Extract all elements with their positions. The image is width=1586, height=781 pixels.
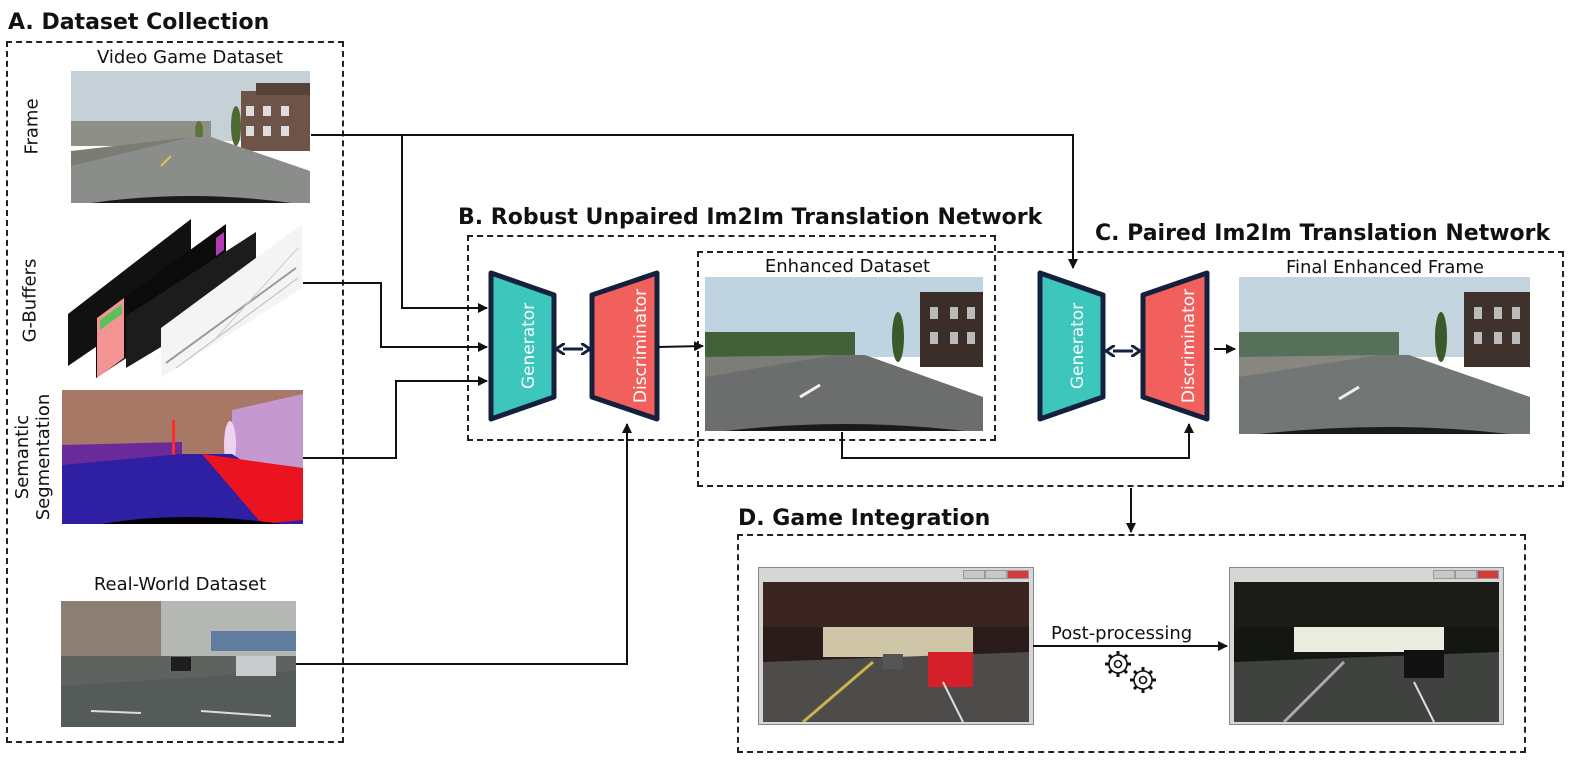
section-d-box xyxy=(737,534,1526,753)
window-controls-icon[interactable] xyxy=(1433,570,1499,579)
final-enhanced-frame-image xyxy=(1239,277,1530,434)
arrow-enhanced-to-discriminator-c xyxy=(841,423,1194,459)
generator-block-b xyxy=(488,270,557,422)
section-c-title: C. Paired Im2Im Translation Network xyxy=(1095,221,1551,246)
gbuffers-image xyxy=(66,218,306,378)
section-c-box xyxy=(697,251,1564,487)
arrow-gbuffers-to-generator-b xyxy=(303,282,488,352)
semantic-segmentation-image xyxy=(62,390,303,524)
section-a-title: A. Dataset Collection xyxy=(8,10,270,35)
arrow-frame-to-generator-b xyxy=(311,134,488,313)
discriminator-block-c xyxy=(1140,270,1210,422)
section-a-box xyxy=(6,41,344,743)
arrow-realworld-to-discriminator-b xyxy=(296,423,632,665)
game-window-before xyxy=(758,567,1034,725)
real-world-dataset-caption: Real-World Dataset xyxy=(93,574,267,595)
arrow-frame-to-generator-c xyxy=(402,134,1078,269)
discriminator-label-b: Discriminator xyxy=(631,289,651,403)
gears-icon xyxy=(1105,651,1156,693)
generator-label-b: Generator xyxy=(519,303,539,389)
arrow-to-enhanced-dataset xyxy=(657,341,704,352)
generator-block-c xyxy=(1037,270,1106,422)
game-window-after xyxy=(1229,567,1504,725)
real-world-image xyxy=(61,601,296,727)
arrow-semantic-to-generator-b xyxy=(303,376,488,459)
window-controls-icon[interactable] xyxy=(963,570,1029,579)
section-b-box xyxy=(467,235,996,441)
discriminator-label-c: Discriminator xyxy=(1179,289,1199,403)
game-frame-image xyxy=(71,71,310,203)
final-enhanced-frame-caption: Final Enhanced Frame xyxy=(1285,257,1485,278)
enhanced-dataset-image xyxy=(705,277,983,431)
section-b-title: B. Robust Unpaired Im2Im Translation Net… xyxy=(458,205,1043,230)
post-processing-label: Post-processing xyxy=(1051,623,1193,644)
video-game-dataset-caption: Video Game Dataset xyxy=(97,47,283,68)
generator-label-c: Generator xyxy=(1068,303,1088,389)
discriminator-block-b xyxy=(589,270,660,422)
enhanced-dataset-caption: Enhanced Dataset xyxy=(764,256,931,277)
section-d-title: D. Game Integration xyxy=(738,506,991,531)
